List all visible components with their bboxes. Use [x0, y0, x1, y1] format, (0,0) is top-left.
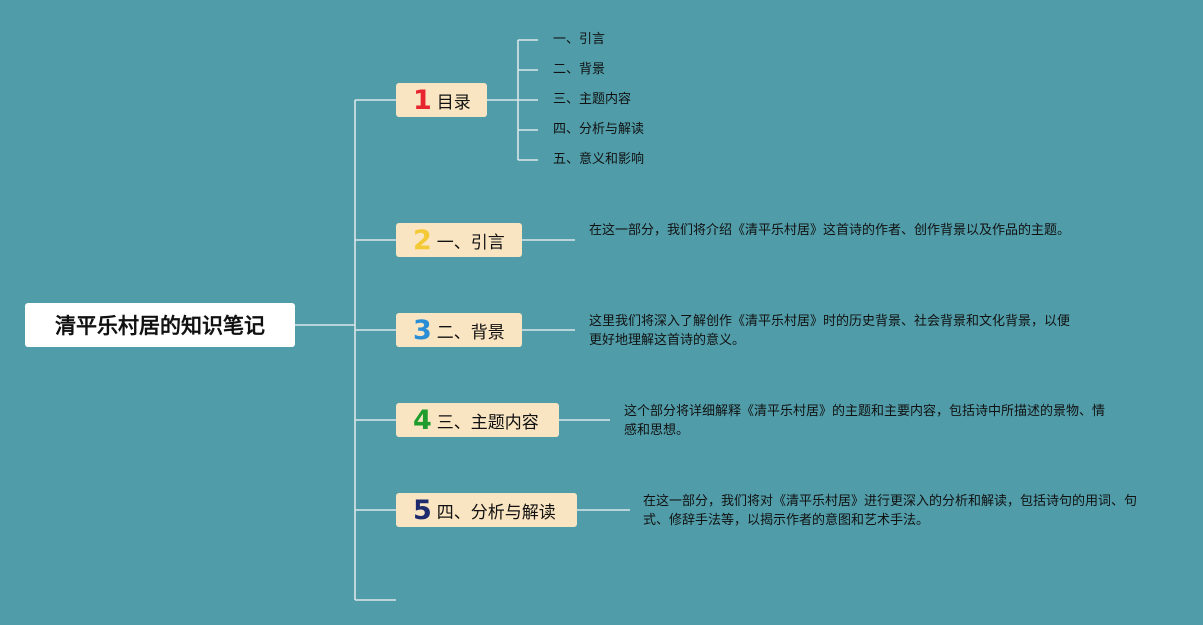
- toc-item-4[interactable]: 四、分析与解读: [553, 122, 645, 137]
- topic-4-number: 4: [413, 404, 432, 436]
- topic-3-description: 这里我们将深入了解创作《清平乐村居》时的历史背景、社会背景和文化背景，以便更好地…: [589, 314, 1071, 348]
- topic-4-node[interactable]: 4 三、主题内容: [396, 403, 559, 437]
- topic-5-description: 在这一部分，我们将对《清平乐村居》进行更深入的分析和解读，包括诗句的用词、句式、…: [643, 494, 1138, 528]
- topic-4-description: 这个部分将详细解释《清平乐村居》的主题和主要内容，包括诗中所描述的景物、情感和思…: [624, 404, 1106, 438]
- toc-item-3[interactable]: 三、主题内容: [553, 92, 632, 107]
- topic-5-node[interactable]: 5 四、分析与解读: [396, 493, 577, 527]
- root-title: 清平乐村居的知识笔记: [55, 314, 265, 338]
- topic-1-node[interactable]: 1 目录: [396, 83, 487, 117]
- topic-2-description: 在这一部分，我们将介绍《清平乐村居》这首诗的作者、创作背景以及作品的主题。: [589, 223, 1071, 238]
- topic-2-number: 2: [413, 224, 432, 256]
- topic-3-number: 3: [413, 314, 432, 346]
- topic-1-number: 1: [413, 84, 432, 116]
- topic-5-label: 四、分析与解读: [436, 502, 556, 523]
- toc-item-1[interactable]: 一、引言: [553, 32, 606, 47]
- topic-1-label: 目录: [436, 92, 471, 113]
- topic-2-node[interactable]: 2 一、引言: [396, 223, 522, 257]
- topic-2-label: 一、引言: [436, 232, 505, 253]
- toc-item-2[interactable]: 二、背景: [553, 62, 606, 77]
- toc-item-5[interactable]: 五、意义和影响: [553, 152, 645, 167]
- topic-3-node[interactable]: 3 二、背景: [396, 313, 522, 347]
- topic-3-label: 二、背景: [436, 322, 505, 343]
- topic-5-number: 5: [413, 494, 432, 526]
- root-node[interactable]: 清平乐村居的知识笔记: [25, 303, 295, 347]
- topic-4-label: 三、主题内容: [436, 412, 539, 433]
